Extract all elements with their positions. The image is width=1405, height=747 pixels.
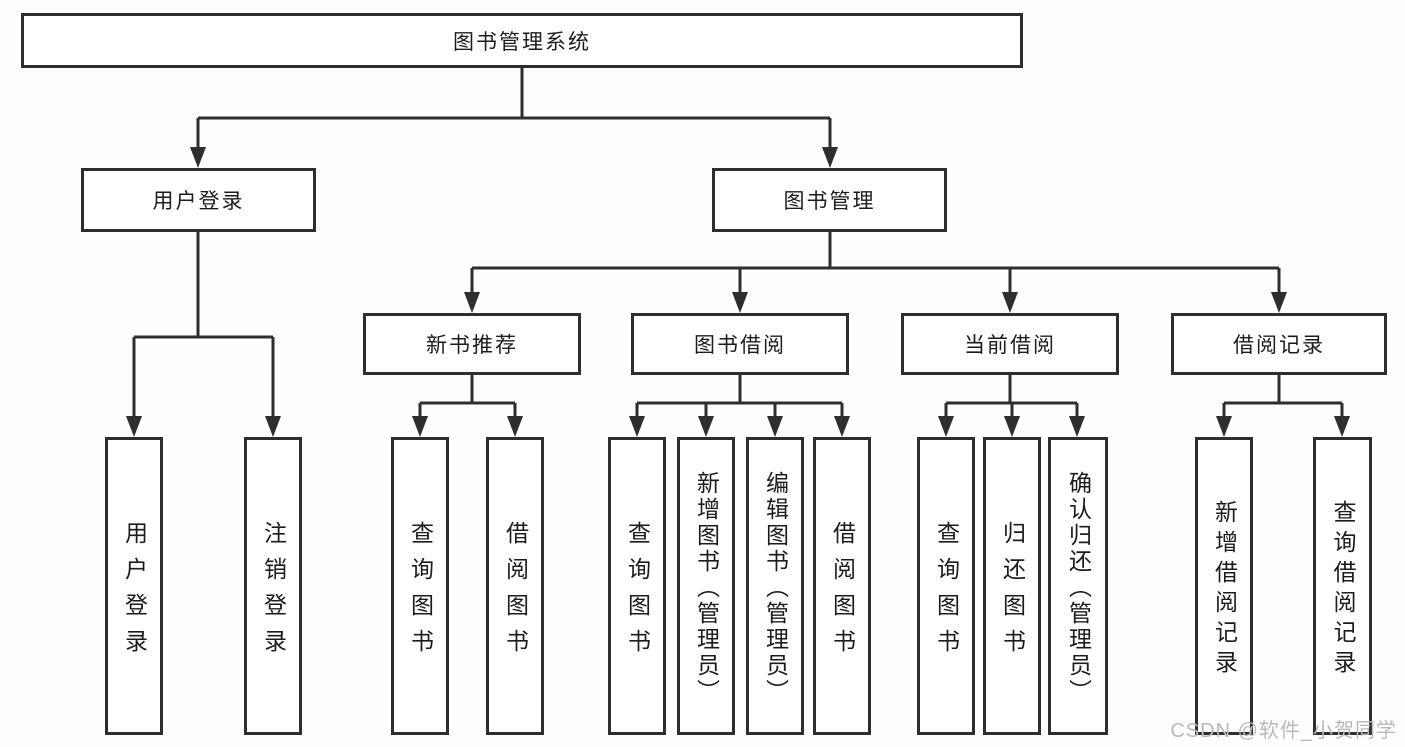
node-current-borrow: 当前借阅 (901, 313, 1119, 375)
leaf-borrow-query-books: 查询图书 (608, 437, 666, 735)
arrow-down-icon (698, 416, 714, 437)
arrow-down-icon (507, 416, 523, 437)
leaf-current-query-books: 查询图书 (917, 437, 975, 735)
arrow-down-icon (412, 416, 428, 437)
arrow-down-icon (1004, 416, 1020, 437)
leaf-borrow-edit-books-admin: 编辑图书（管理员） (746, 437, 804, 735)
arrow-down-icon (1216, 416, 1232, 437)
leaf-borrow-add-books-admin: 新增图书（管理员） (677, 437, 735, 735)
node-new-book-recommend: 新书推荐 (363, 313, 581, 375)
arrow-down-icon (464, 292, 480, 313)
node-user-login: 用户登录 (81, 168, 316, 232)
arrow-down-icon (265, 416, 281, 437)
arrow-down-icon (822, 147, 838, 168)
arrow-down-icon (629, 416, 645, 437)
arrow-down-icon (1334, 416, 1350, 437)
arrow-down-icon (834, 416, 850, 437)
arrow-down-icon (767, 416, 783, 437)
arrow-down-icon (938, 416, 954, 437)
leaf-user-login: 用户登录 (105, 437, 163, 735)
leaf-record-query-borrow-record: 查询借阅记录 (1313, 437, 1372, 735)
arrow-down-icon (732, 292, 748, 313)
leaf-logout: 注销登录 (244, 437, 302, 735)
leaf-borrow-borrow-books: 借阅图书 (813, 437, 871, 735)
node-borrow-record: 借阅记录 (1171, 313, 1387, 375)
leaf-recommend-query-books: 查询图书 (391, 437, 449, 735)
csdn-watermark: CSDN @软件_小贺同学 (1170, 720, 1397, 742)
arrow-down-icon (1271, 292, 1287, 313)
node-book-borrow: 图书借阅 (631, 313, 849, 375)
node-book-management: 图书管理 (712, 168, 947, 232)
leaf-current-confirm-return-admin: 确认归还（管理员） (1048, 437, 1108, 735)
arrowheads (126, 147, 1350, 437)
arrow-down-icon (126, 416, 142, 437)
arrow-down-icon (1002, 292, 1018, 313)
arrow-down-icon (190, 147, 206, 168)
node-root-system: 图书管理系统 (21, 13, 1023, 68)
leaf-record-add-borrow-record: 新增借阅记录 (1195, 437, 1253, 735)
leaf-recommend-borrow-books: 借阅图书 (486, 437, 544, 735)
leaf-current-return-books: 归还图书 (983, 437, 1041, 735)
arrow-down-icon (1069, 416, 1085, 437)
